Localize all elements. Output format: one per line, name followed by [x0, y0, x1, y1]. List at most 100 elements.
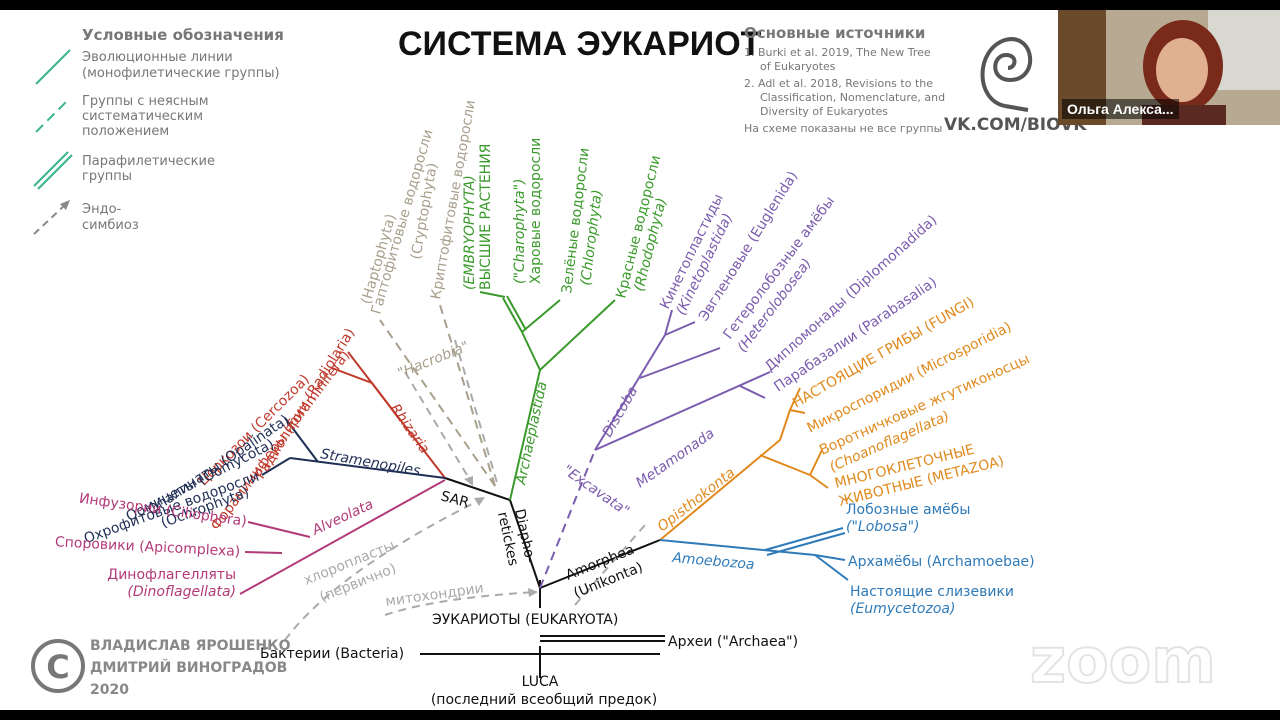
label-dinoflagellata-2: (Dinoflagellata): [127, 584, 236, 600]
lobosa-branch-b: [766, 532, 846, 556]
source-2-line1: 2. Adl et al. 2018, Revisions to the: [744, 77, 933, 90]
legend-item-3-line1: Парафилетические: [82, 154, 215, 169]
source-2-line3: Diversity of Eukaryotes: [760, 105, 888, 118]
heterolobosea-branch: [639, 347, 721, 379]
cryptophyta-branch: [439, 304, 496, 487]
label-alveolata: Alveolata: [309, 496, 376, 539]
opalinata-branch: [284, 417, 319, 463]
credit-author-2: ДМИТРИЙ ВИНОГРАДОВ: [90, 659, 287, 676]
diaphoretickes-stem: [509, 499, 541, 589]
root-branches: [420, 477, 665, 678]
legend-double-line-a: [33, 151, 69, 187]
rhodophyta-branch: [539, 299, 616, 371]
legend-item-4-line2: симбиоз: [82, 218, 139, 233]
label-apicomplexa: Споровики (Apicomplexa): [55, 534, 241, 560]
hacrobia-branches: [379, 304, 496, 487]
credits: С ВЛАДИСЛАВ ЯРОШЕНКО ДМИТРИЙ ВИНОГРАДОВ …: [31, 638, 291, 698]
legend-dashed-line: [35, 97, 71, 133]
mitochondria-arrowhead: [528, 588, 538, 597]
discoba-stem: [594, 334, 666, 451]
legend-arrow-line: [33, 203, 67, 235]
label-stramenopiles: Stramenopiles: [319, 446, 421, 479]
legend-item-2-line2: систематическим: [82, 109, 203, 124]
legend-heading: Условные обозначения: [82, 26, 284, 44]
label-bacteria: Бактерии (Bacteria): [260, 646, 404, 662]
archamoebae-branch: [814, 554, 846, 561]
label-lobosa-1: Лобозные амёбы: [846, 502, 970, 518]
credit-author-1: ВЛАДИСЛАВ ЯРОШЕНКО: [90, 638, 291, 654]
fungi-branch: [789, 387, 801, 411]
label-eumycetozoa-2: (Eumycetozoa): [850, 601, 955, 617]
sources-heading: Основные источники: [744, 24, 925, 42]
ciliophora-branch: [247, 521, 311, 538]
label-metamonada: Metamonada: [633, 425, 717, 491]
chlorophyta-branch: [521, 299, 561, 333]
metazoa-branch: [809, 474, 829, 489]
excavata-arrow: [574, 524, 646, 606]
rhizaria-branches: [331, 351, 446, 479]
legend-arrowhead: [60, 200, 70, 210]
eumycetozoa-branch: [814, 554, 849, 581]
eukaryote-tree-diagram: СИСТЕМА ЭУКАРИОТ Условные обозначения Эв…: [31, 24, 1217, 708]
kinetoplastida-branch: [664, 309, 673, 336]
source-2-line2: Classification, Nomenclature, and: [760, 91, 945, 104]
diagram-title: СИСТЕМА ЭУКАРИОТ: [398, 25, 762, 63]
participant-name: Ольга Алекса...: [1062, 99, 1179, 119]
webcam-video-tile[interactable]: Ольга Алекса...: [1058, 10, 1280, 125]
hacrobia-arrow-a: [404, 371, 471, 481]
stramenopiles-branches: [261, 417, 446, 479]
copyright-letter: С: [46, 648, 69, 686]
hacrobia-arrowhead-a: [464, 476, 473, 486]
label-mitochondria: митохондрии: [384, 580, 484, 610]
source-1-line1: 1. Burki et al. 2019, The New Tree: [744, 46, 931, 59]
amoebozoa-stem: [659, 539, 816, 556]
haptophyta-branch: [379, 319, 496, 487]
slide: СИСТЕМА ЭУКАРИОТ Условные обозначения Эв…: [0, 10, 1280, 710]
excavata-stem: [539, 449, 596, 589]
biovk-spiral-logo: [980, 37, 1033, 108]
endosymbiosis-arrows: [284, 339, 646, 641]
legend: Условные обозначения Эволюционные линии …: [33, 26, 284, 235]
sources: Основные источники 1. Burki et al. 2019,…: [744, 24, 1087, 135]
charophyta-branch-a: [502, 297, 523, 333]
vk-link: VK.COM/BIOVK: [944, 115, 1087, 135]
green-plants-stem: [521, 331, 541, 371]
label-dinoflagellata-1: Динофлагелляты: [107, 567, 236, 583]
euglenida-branch: [664, 321, 696, 336]
legend-item-1-line1: Эволюционные линии: [82, 50, 233, 65]
metamonada-stem: [594, 371, 771, 451]
label-embryophyta-2: (EMBRYOPHYTA): [462, 175, 478, 290]
apicomplexa-branch: [244, 551, 283, 554]
copyright-icon: [31, 639, 85, 693]
microsporidia-branch: [789, 409, 806, 414]
source-1-line2: of Eukaryotes: [760, 60, 836, 73]
chloroplast-arrowhead: [474, 497, 485, 506]
label-luca-description: (последний всеобщий предок): [431, 692, 657, 708]
legend-item-4-line1: Эндо-: [82, 202, 122, 217]
chloroplast-arrow: [284, 499, 481, 641]
label-archaea: Археи ("Archaea"): [668, 634, 798, 650]
fungi-stem: [779, 409, 791, 441]
legend-item-3-line2: группы: [82, 169, 132, 184]
legend-item-1-line2: (монофилетические группы): [82, 66, 280, 81]
sources-note: На схеме показаны не все группы: [744, 122, 942, 135]
legend-solid-line: [35, 49, 71, 85]
biovk-logo-tail: [1004, 104, 1029, 112]
opisthokonta-branches: [659, 387, 829, 541]
legend-double-line-b: [37, 154, 73, 190]
hacrobia-arrow-b: [454, 339, 499, 487]
label-charophyta-2: ("Charophyta"): [512, 179, 528, 284]
legend-item-2-line1: Группы с неясным: [82, 94, 209, 109]
stramenopiles-stem: [289, 457, 446, 479]
label-opisthokonta: Opisthokonta: [655, 465, 739, 535]
webcam-feed: [1058, 10, 1280, 125]
excavata-branches: [539, 309, 771, 589]
archaeplastida-stem: [509, 369, 541, 501]
choanoflagellata-branch: [809, 449, 823, 476]
label-archaeplastida: Archaeplastida: [513, 380, 551, 487]
alveolata-stem: [239, 479, 446, 595]
label-archamoebae: Архамёбы (Archamoebae): [848, 554, 1035, 570]
opisthokonta-stem: [659, 439, 781, 541]
embryophyta-branch: [479, 291, 506, 298]
credit-year: 2020: [90, 682, 129, 698]
